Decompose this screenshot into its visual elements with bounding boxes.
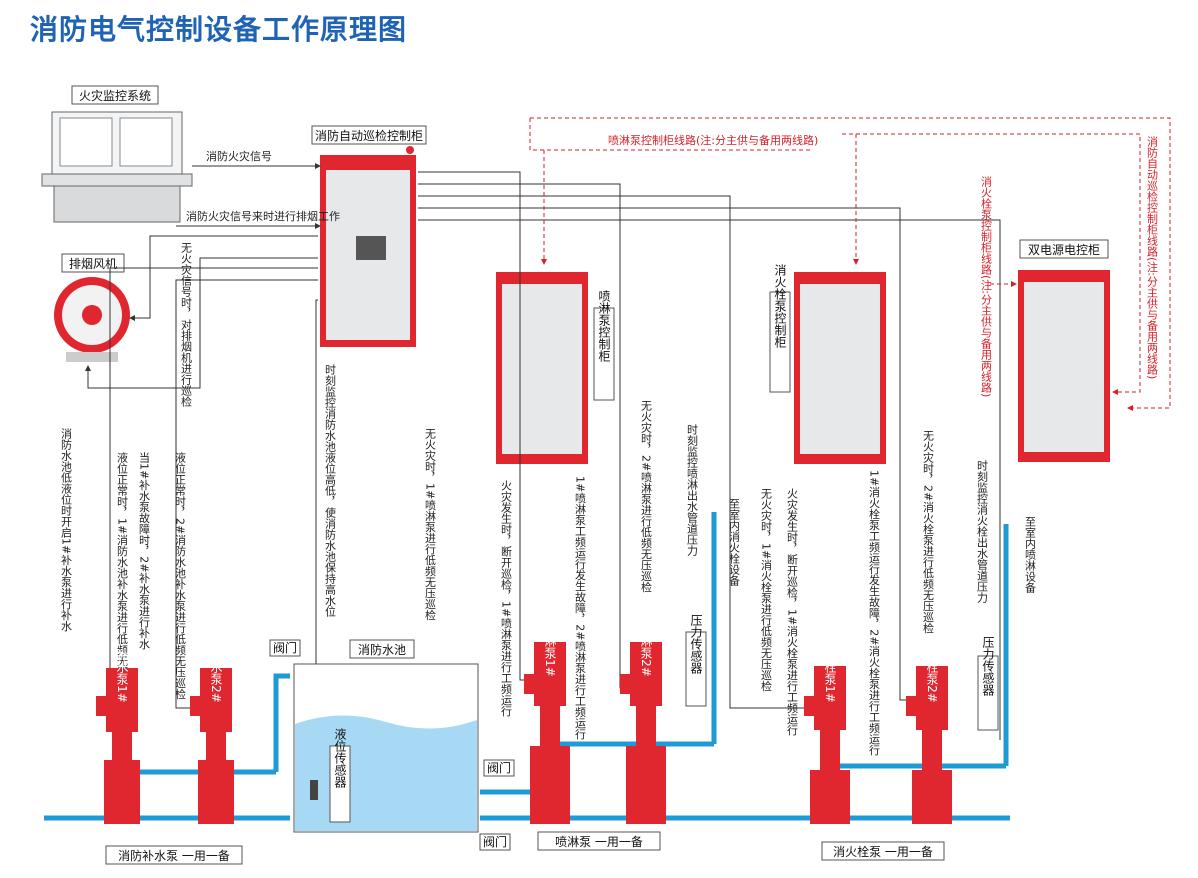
makeup-1-label: 液位正常时，1#消防水池补水泵进行低频无压巡检 (116, 451, 129, 700)
pressure-sensor-2-label: 压力传感器 (981, 636, 995, 697)
dual-power-cabinet: 双电源电控柜 (1018, 239, 1110, 462)
fire-signal-label: 消防火灾信号 (206, 149, 272, 163)
fire-monitor-system: 火灾监控系统 (41, 85, 193, 223)
spr-fire-label: 火灾发生时，断开巡检，1#喷淋泵进行工频运行 (500, 480, 513, 717)
smoke-fan: 排烟风机 (54, 253, 130, 362)
pool-monitor-label: 时刻监控消防水池液位高低，使消防水池保持高水位 (324, 364, 337, 617)
hyd-2-inspect-label: 无火灾时，2#消火栓泵进行低频无压巡检 (922, 430, 935, 634)
sprinkler-cabinet-label: 喷淋泵控制柜 (597, 290, 611, 362)
pump-spr-2-label: 喷淋泵2# (639, 623, 653, 677)
spr-2-inspect-label: 无火灾时，2#喷淋泵进行低频无压巡检 (640, 400, 653, 593)
sprinkler-cabinet: 喷淋泵控制柜 (496, 272, 615, 464)
to-hydrant-equip-label: 至室内消火栓设备 (728, 498, 741, 587)
fire-monitor-label: 火灾监控系统 (79, 88, 151, 103)
spr-1-inspect-label: 无火灾时，1#喷淋泵进行低频无压巡检 (424, 428, 437, 621)
smoke-fan-label: 排烟风机 (69, 257, 117, 271)
valve-bot-label: 阀门 (483, 834, 507, 849)
hyd-pressure-label: 时刻监控消火栓出水管道压力 (976, 460, 989, 603)
inspection-cabinet-label: 消防自动巡检控制柜 (315, 128, 423, 143)
fan-inspect-label: 无火灾信号时，对排烟机进行巡检 (180, 242, 193, 408)
dual-power-label: 双电源电控柜 (1028, 243, 1100, 257)
hyd-1-inspect-label: 无火灾时，1#消火栓泵进行低频无压巡检 (760, 488, 773, 692)
makeup-fault-label: 当1#补水泵故障时，2#补水泵进行补水 (138, 451, 151, 650)
pump-makeup-2: 补水泵2# (190, 649, 234, 824)
sprinkler-line-label: 喷淋泵控制柜线路(注:分主供与备用两线路) (608, 133, 818, 147)
smoke-exhaust-label: 消防火灾信号来时进行排烟工作 (186, 209, 340, 223)
pump-makeup-1-label: 补水泵1# (115, 649, 129, 703)
pressure-sensor-1-label: 压力传感器 (689, 614, 703, 675)
pump-spr-2: 喷淋泵2# (620, 623, 666, 824)
hyd-fault-label: 1#消火栓泵工频运行发生故障，2#消火栓泵进行工频运行 (868, 470, 881, 756)
pool-label: 消防水池 (358, 642, 406, 657)
water-pipes (44, 512, 1010, 821)
to-sprinkler-equip-label: 至室内喷淋设备 (1024, 516, 1037, 594)
pump-hyd-2-label: 消火栓泵2# (925, 637, 939, 703)
spr-fault-label: 1#喷淋泵工频运行发生故障，2#喷淋泵进行工频运行 (574, 476, 587, 740)
valve-mid-label: 阀门 (487, 760, 511, 775)
hydrant-cabinet-label: 消火栓泵控制柜 (773, 264, 787, 348)
makeup-group-label: 消防补水泵 一用一备 (118, 848, 230, 863)
hydrant-line-label: 消火栓泵控制柜线路(注:分主供与备用两线路) (980, 175, 993, 398)
hydrant-group-label: 消火栓泵 一用一备 (833, 844, 933, 859)
level-sensor-label: 液位传感器 (333, 727, 347, 789)
power-lines (529, 117, 1171, 411)
pump-hyd-2: 消火栓泵2# (906, 637, 952, 824)
pump-spr-1: 喷淋泵1# (524, 623, 570, 824)
valve-top-label: 阀门 (273, 640, 297, 655)
makeup-2-label: 液位正常时，2#消防水池补水泵进行低频无压巡检 (174, 451, 187, 700)
pump-hyd-1-label: 消火栓泵1# (823, 637, 837, 703)
hydrant-cabinet: 消火栓泵控制柜 (769, 264, 886, 464)
pump-makeup-2-label: 补水泵2# (209, 649, 223, 703)
sprinkler-group-label: 喷淋泵 一用一备 (555, 835, 643, 849)
pool-low-label: 消防水池低液位时开启1#补水泵进行补水 (60, 427, 73, 632)
pump-makeup-1: 补水泵1# (96, 649, 140, 824)
page-title: 消防电气控制设备工作原理图 (30, 13, 408, 46)
hyd-fire-label: 火灾发生时，断开巡检，1#消火栓泵进行工频运行 (786, 488, 799, 736)
spr-pressure-label: 时刻监控喷淋出水管道压力 (686, 424, 699, 556)
fire-pool: 消防水池 液位传感器 (293, 639, 479, 833)
pump-spr-1-label: 喷淋泵1# (543, 623, 557, 677)
inspection-cabinet: 消防自动巡检控制柜 (311, 125, 427, 347)
pump-hyd-1: 消火栓泵1# (804, 637, 850, 824)
inspection-line-label: 消防自动巡检控制柜线路(注:分主供与备用两线路) (1146, 135, 1159, 380)
